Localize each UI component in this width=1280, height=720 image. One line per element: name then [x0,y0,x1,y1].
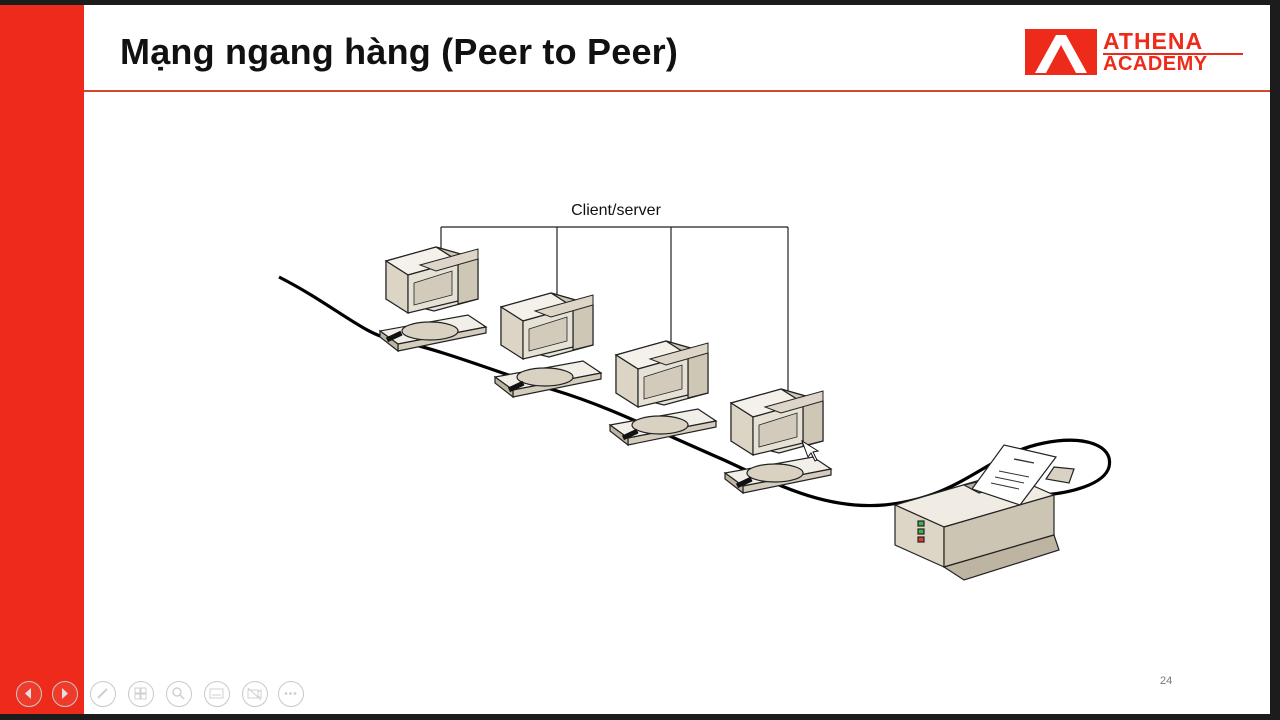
pen-icon [97,688,108,699]
previous-slide-button[interactable] [16,681,42,707]
mouse-cursor-icon [801,439,820,462]
cable-connectors [385,330,753,489]
athena-academy-logo: ATHENA ACADEMY [1025,25,1245,79]
slide-page-number: 24 [1160,675,1173,687]
computer-3-icon [609,340,717,446]
next-slide-button[interactable] [52,681,78,707]
magnifier-icon [172,687,185,700]
title-divider [84,90,1270,92]
slides-grid-icon [134,687,147,700]
camera-toggle-button[interactable] [242,681,268,707]
logo-text-athena: ATHENA [1103,28,1204,54]
camera-off-icon [247,687,262,701]
previous-arrow-icon [25,688,31,699]
network-diagram: Client/server [278,202,1112,581]
computer-2-icon [494,292,602,398]
window-frame-right [1270,0,1280,720]
subtitles-icon [209,688,224,699]
more-options-button[interactable] [278,681,304,707]
more-dots-icon [284,692,297,695]
client-server-label: Client/server [571,202,661,219]
slide-side-accent [0,5,84,714]
computer-4-icon [724,388,832,494]
see-all-slides-button[interactable] [128,681,154,707]
athena-logo-mark-icon [1025,29,1097,75]
logo-divider [1103,53,1243,55]
next-arrow-icon [62,688,68,699]
pen-tool-button[interactable] [90,681,116,707]
window-frame-top [0,0,1280,5]
printer-icon [893,444,1075,581]
window-frame-bottom [0,714,1280,720]
subtitles-button[interactable] [204,681,230,707]
slide: Mạng ngang hàng (Peer to Peer) ATHENA AC… [84,5,1270,714]
client-server-bracket [440,226,789,399]
slide-title: Mạng ngang hàng (Peer to Peer) [120,31,679,72]
zoom-button[interactable] [166,681,192,707]
logo-text-academy: ACADEMY [1103,53,1208,75]
